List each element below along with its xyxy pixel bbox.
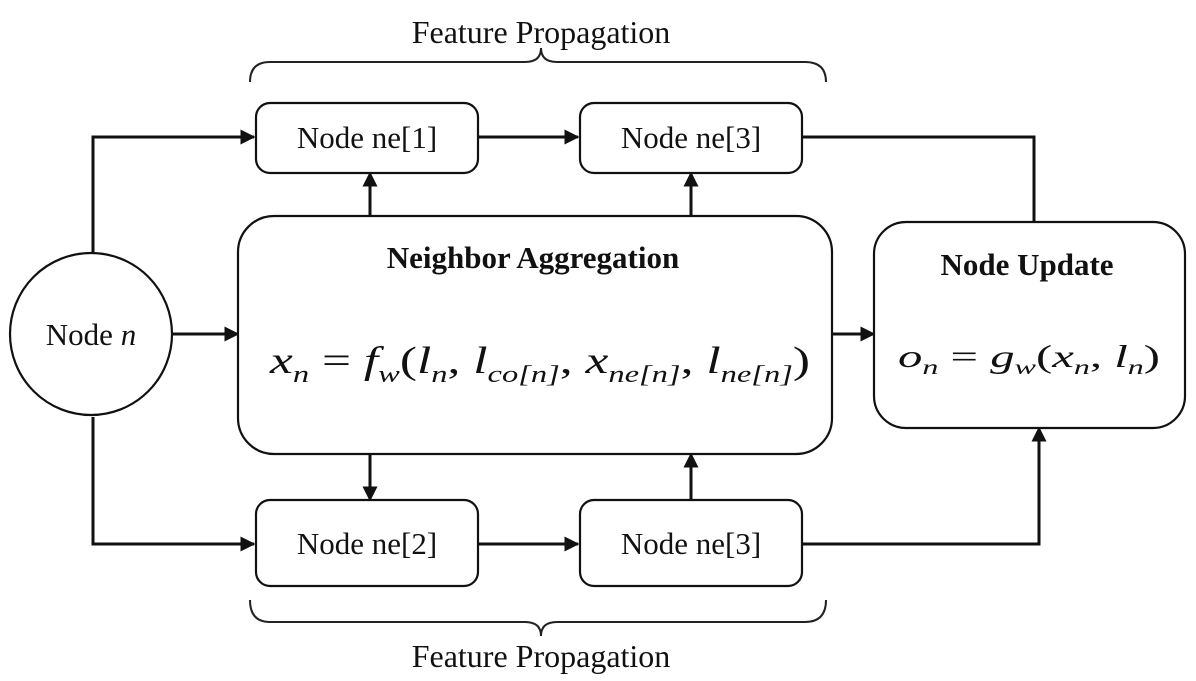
arrow-input-to-ne1 bbox=[91, 129, 256, 253]
input-node-label: Node bbox=[46, 317, 121, 352]
svg-text:Node n: Node n bbox=[46, 317, 136, 352]
brace-bottom bbox=[249, 599, 827, 637]
node-ne3-top-label: Node ne[3] bbox=[621, 120, 761, 155]
node-ne3-top: Node ne[3] bbox=[578, 101, 804, 175]
node-ne2: Node ne[2] bbox=[254, 498, 480, 588]
arrow-ne3-bottom-to-update bbox=[802, 426, 1047, 546]
node-ne1: Node ne[1] bbox=[254, 101, 480, 175]
caption-top: Feature Propagation bbox=[412, 14, 671, 50]
neighbor-aggregation-title: Neighbor Aggregation bbox=[387, 240, 680, 275]
line-ne3-top-to-update bbox=[802, 135, 1036, 222]
brace-top bbox=[249, 47, 827, 83]
caption-bottom: Feature Propagation bbox=[412, 638, 671, 674]
input-node-var: n bbox=[121, 317, 137, 352]
node-ne3-bottom-label: Node ne[3] bbox=[621, 526, 761, 561]
input-node: Node n bbox=[8, 251, 174, 417]
node-ne3-bottom: Node ne[3] bbox=[578, 498, 804, 588]
node-ne1-label: Node ne[1] bbox=[297, 120, 437, 155]
node-ne2-label: Node ne[2] bbox=[297, 526, 437, 561]
arrow-input-to-ne2 bbox=[91, 417, 256, 552]
node-update-title: Node Update bbox=[940, 247, 1113, 282]
